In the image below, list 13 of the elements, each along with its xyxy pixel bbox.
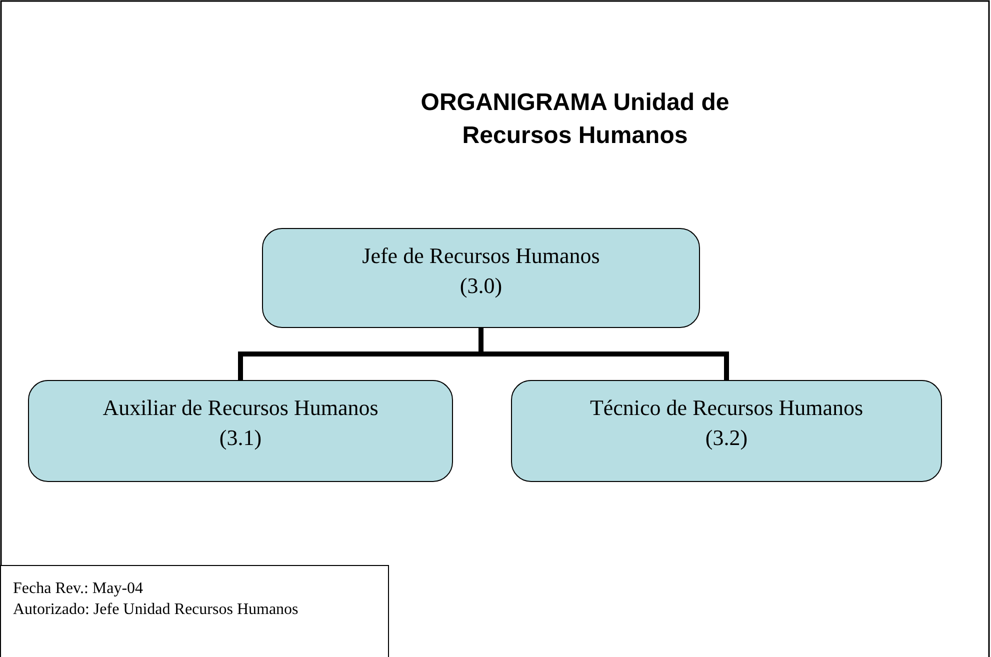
note-text: Fecha Rev.: May-04 [13, 579, 144, 599]
position-code: (3.0) [460, 272, 502, 300]
position-code: (3.2) [705, 424, 748, 452]
diagram-title: ORGANIGRAMA Unidad de Recursos Humanos [420, 88, 730, 151]
position-code: (3.1) [219, 424, 262, 452]
position-box [262, 228, 700, 328]
position-title: Auxiliar de Recursos Humanos [102, 394, 378, 422]
position-title: Jefe de Recursos Humanos [362, 242, 600, 270]
note-text: Autorizado: Jefe Unidad Recursos Humanos [13, 600, 300, 620]
position-box [28, 380, 453, 482]
position-title: Técnico de Recursos Humanos [590, 394, 864, 422]
revision-note-box [0, 565, 389, 657]
position-box [511, 380, 942, 482]
